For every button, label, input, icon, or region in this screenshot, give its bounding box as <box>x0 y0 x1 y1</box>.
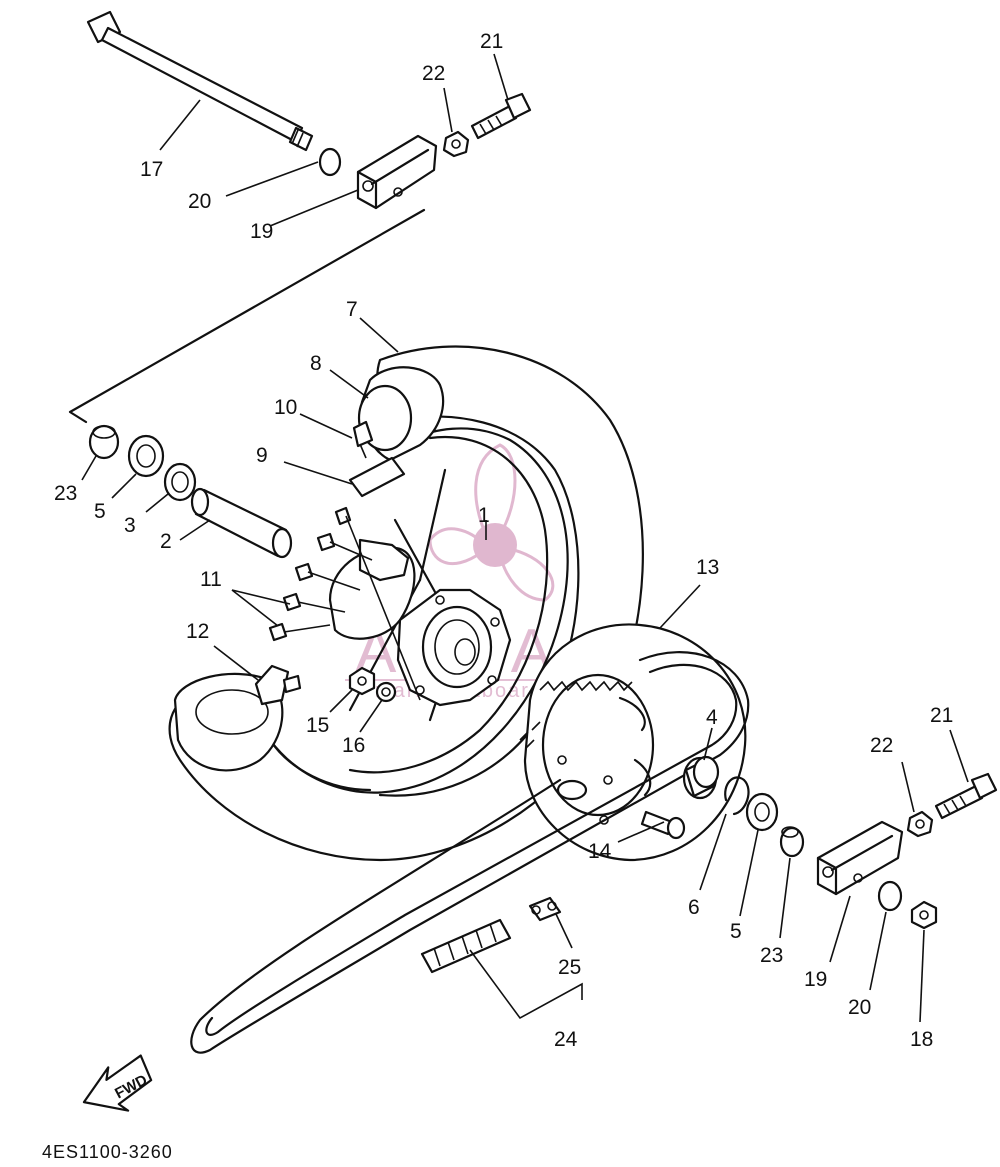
chain-puller-19-lower <box>816 820 904 896</box>
washer-20-lower <box>877 880 903 912</box>
callout-21-upper: 21 <box>480 30 503 53</box>
callouts: 17 20 19 22 21 7 8 10 9 23 5 3 2 1 11 12… <box>54 30 953 1051</box>
callout-24: 24 <box>554 1028 578 1051</box>
callout-12: 12 <box>186 620 209 643</box>
washer-20-upper <box>318 147 342 177</box>
callout-8: 8 <box>310 352 322 375</box>
chain-puller-19-upper <box>356 134 438 210</box>
callout-11: 11 <box>200 568 222 591</box>
sprocket-13 <box>519 623 747 862</box>
leader-lines <box>81 53 969 1023</box>
collar-23-left <box>88 424 120 460</box>
callout-22-lower: 22 <box>870 734 893 757</box>
axle-17 <box>86 10 314 152</box>
callout-10: 10 <box>274 396 297 419</box>
callout-3: 3 <box>124 514 136 537</box>
callout-5-left: 5 <box>94 500 106 523</box>
tube-8 <box>357 366 445 462</box>
callout-19-upper: 19 <box>250 220 273 243</box>
wheel-hub-1 <box>328 538 512 707</box>
bolt-21-upper <box>470 92 532 140</box>
callout-6: 6 <box>688 896 700 919</box>
collar-4 <box>682 755 720 800</box>
callout-23-right: 23 <box>760 944 783 967</box>
callout-2: 2 <box>160 530 172 553</box>
spacer-2 <box>190 487 293 559</box>
bolt-14 <box>640 810 686 840</box>
washer-16 <box>375 681 397 703</box>
collar-23-right <box>779 826 805 858</box>
bearing-5-right <box>745 792 779 832</box>
callout-20-lower: 20 <box>848 996 871 1019</box>
callout-19-lower: 19 <box>804 968 827 991</box>
callout-13: 13 <box>696 556 719 579</box>
callout-23-left: 23 <box>54 482 77 505</box>
valve-cap-12 <box>254 664 302 706</box>
watermark-propeller-logo <box>428 443 555 602</box>
callout-14: 14 <box>588 840 612 863</box>
assembly-line-left <box>68 208 426 424</box>
tire-side-left <box>173 672 284 772</box>
callout-1: 1 <box>478 504 490 527</box>
callout-5-right: 5 <box>730 920 742 943</box>
callout-17: 17 <box>140 158 163 181</box>
callout-7: 7 <box>346 298 358 321</box>
bearing-5-left <box>127 434 165 478</box>
callout-18: 18 <box>910 1028 933 1051</box>
bolt-21-lower <box>934 772 998 820</box>
chain-joint-25 <box>528 896 562 922</box>
forward-arrow: FWD <box>82 1054 153 1112</box>
callout-21-lower: 21 <box>930 704 953 727</box>
nut-18 <box>910 900 938 930</box>
callout-15: 15 <box>306 714 329 737</box>
callout-4: 4 <box>706 706 718 729</box>
circlip-6 <box>724 776 750 816</box>
rim-band-9 <box>348 456 406 498</box>
callout-20-upper: 20 <box>188 190 211 213</box>
nut-22-upper <box>442 130 470 158</box>
callout-9: 9 <box>256 444 268 467</box>
callout-22-upper: 22 <box>422 62 445 85</box>
nut-22-lower <box>906 810 934 838</box>
nut-15 <box>348 666 376 696</box>
callout-25: 25 <box>558 956 581 979</box>
callout-16: 16 <box>342 734 365 757</box>
valve-10 <box>352 420 374 459</box>
chain-segment-24 <box>420 918 512 974</box>
bearing-3 <box>163 462 197 502</box>
drive-chain-24 <box>190 651 750 1054</box>
diagram-code: 4ES1100-3260 <box>42 1142 173 1162</box>
bolts-11 <box>268 506 421 701</box>
